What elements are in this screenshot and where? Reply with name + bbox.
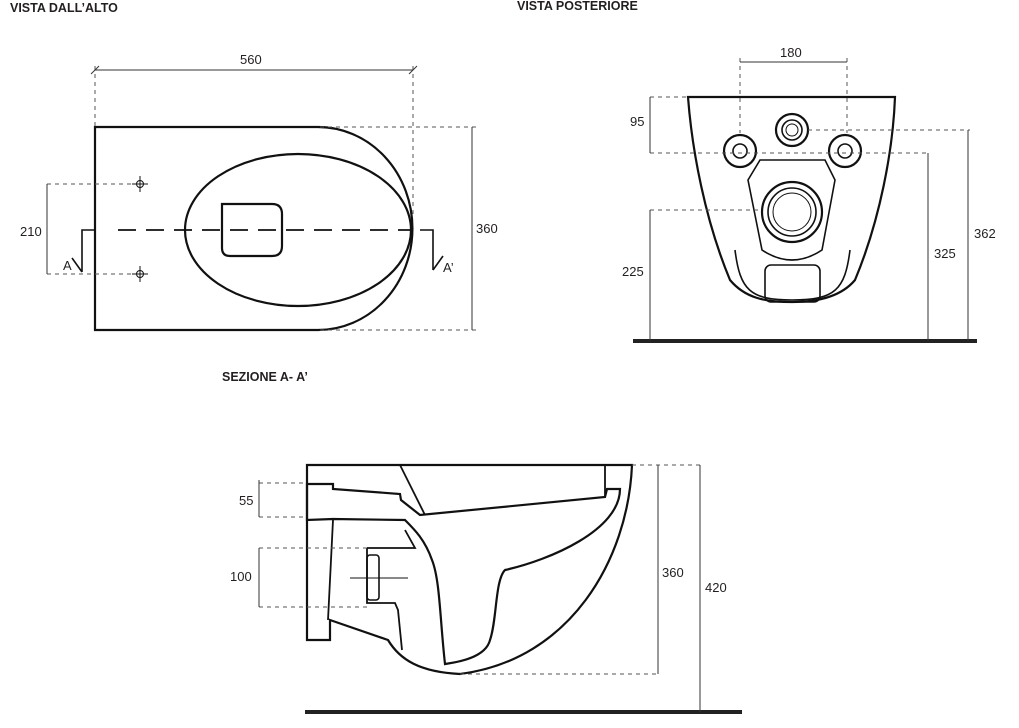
bowl-section [305,482,622,666]
section-view: 55 100 360 420 [230,463,742,714]
top-view: A A’ 560 210 360 [20,52,498,332]
dim-outlet-height-section: 100 [230,569,252,584]
outlet-ring [760,180,824,244]
dim-inlet-height-section: 55 [239,493,253,508]
dim-bowl-height: 360 [662,565,684,580]
section-mark-right: A’ [443,260,454,275]
dim-depth: 360 [476,221,498,236]
fixing-hole-bottom [132,266,148,282]
outlet-bore [772,192,812,232]
dim-rim-height: 420 [705,580,727,595]
bowl-lower-contour [734,249,851,301]
dim-fixing-spacing: 210 [20,224,42,239]
rear-view-dimension-lines [649,58,970,341]
title-top-view: VISTA DALL’ALTO [10,1,118,15]
title-section: SEZIONE A- A’ [222,370,308,384]
dim-inlet-height: 325 [934,246,956,261]
top-view-dimension-lines [46,65,476,331]
fixing-hole-right [827,133,863,169]
bowl-base-pad [764,264,821,303]
fixing-hole-top [132,176,148,192]
rear-view: 180 95 225 325 362 [622,45,996,343]
outlet-ring-inner [767,187,817,237]
section-mark-right-arrow [420,229,444,271]
title-rear-view: VISTA POSTERIORE [517,0,638,13]
section-outline [305,463,634,676]
dim-pipe-spacing: 180 [780,45,802,60]
section-inner-walls [306,464,606,640]
outlet-channel [366,529,417,651]
dim-total-height: 362 [974,226,996,241]
dim-width: 560 [240,52,262,67]
top-view-outline [93,125,414,332]
section-dimension-lines [258,464,704,712]
section-mark-left-arrow [71,229,95,273]
section-mark-left: A [63,258,72,273]
fixing-hole-left [722,133,758,169]
rear-view-outline [686,95,897,304]
outlet-housing [747,159,836,261]
bowl-opening [220,202,284,258]
dim-outlet-height: 225 [622,264,644,279]
dim-pipe-offset: 95 [630,114,644,129]
water-inlet [774,112,810,148]
